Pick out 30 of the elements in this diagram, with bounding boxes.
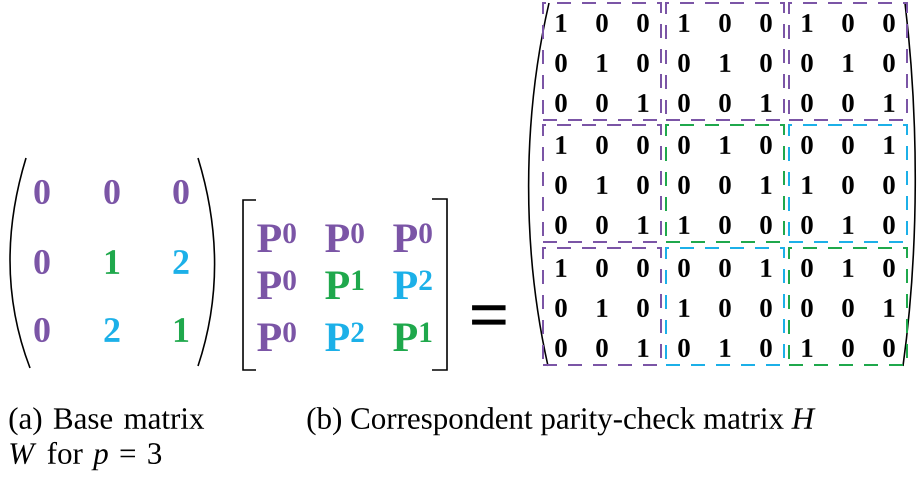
matrix-entry: P$^{0}$ (257, 322, 296, 351)
matrix-entry: 2 (174, 250, 188, 274)
dashed-block: 1 0 0 0 1 0 0 0 1 (665, 2, 785, 121)
matrix-entry: 0 (173, 180, 189, 204)
matrix-entry: P$^{2}$ (325, 322, 364, 351)
matrix-entry: 1 (174, 318, 188, 342)
matrix-entry: 0 (34, 318, 50, 342)
dashed-block: 1 0 0 0 1 0 0 0 1 (542, 247, 662, 366)
matrix-entry: P$^{1}$ (325, 270, 364, 299)
dashed-block: 1 0 0 0 1 0 0 0 1 (542, 2, 662, 121)
equals-sign: = (472, 305, 506, 325)
dashed-block: 0 1 0 0 0 1 1 0 0 (665, 124, 785, 243)
matrix-entry: P$^{0}$ (393, 223, 432, 252)
dashed-block: 1 0 0 0 1 0 0 0 1 (788, 2, 908, 121)
matrix-entry: P$^{1}$ (393, 322, 432, 351)
dashed-block: 1 0 0 0 1 0 0 0 1 (542, 124, 662, 243)
matrix-entry: 0 (34, 250, 50, 274)
matrix-entry: 2 (104, 318, 120, 342)
matrix-entry: 1 (106, 250, 120, 274)
matrix-entry: P$^{2}$ (393, 270, 432, 299)
matrix-entry: P$^{0}$ (257, 270, 296, 299)
dashed-block: 0 0 1 1 0 0 0 1 0 (665, 247, 785, 366)
matrix-entry: 0 (104, 180, 120, 204)
caption: (b) Correspondent parity-check matrix H (308, 407, 816, 436)
matrix-entry: P$^{0}$ (257, 223, 296, 252)
caption: (a) Base matrix W for p = 3 (10, 407, 204, 470)
dashed-block: 0 1 0 0 0 1 1 0 0 (788, 247, 908, 366)
matrix-entry: P$^{0}$ (325, 223, 364, 252)
dashed-block: 0 0 1 1 0 0 0 1 0 (788, 124, 908, 243)
matrix-entry: 0 (34, 180, 50, 204)
